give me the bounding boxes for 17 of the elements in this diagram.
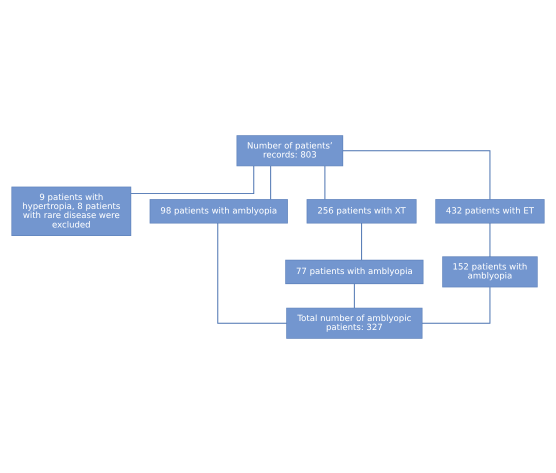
- connector: [324, 165, 326, 200]
- connector: [489, 222, 490, 257]
- node-box: 256 patients with XT: [306, 198, 417, 223]
- node-box: Number of patients’ records: 803: [236, 134, 344, 166]
- connector: [270, 165, 272, 200]
- node-box: Total number of amblyopic patients: 327: [286, 307, 422, 338]
- connector: [422, 286, 490, 324]
- node-box: 77 patients with amblyopia: [285, 259, 424, 284]
- connector: [354, 282, 355, 308]
- node-box: 152 patients with amblyopia: [442, 256, 538, 287]
- node-box: 98 patients with amblyopia: [150, 198, 288, 223]
- node-box: 9 patients with hypertropia, 8 patients with rare disease were excluded: [11, 186, 132, 236]
- connector: [130, 164, 254, 194]
- connector: [342, 150, 490, 200]
- connector: [217, 222, 287, 324]
- node-box: 432 patients with ET: [435, 198, 545, 223]
- connector: [361, 222, 362, 260]
